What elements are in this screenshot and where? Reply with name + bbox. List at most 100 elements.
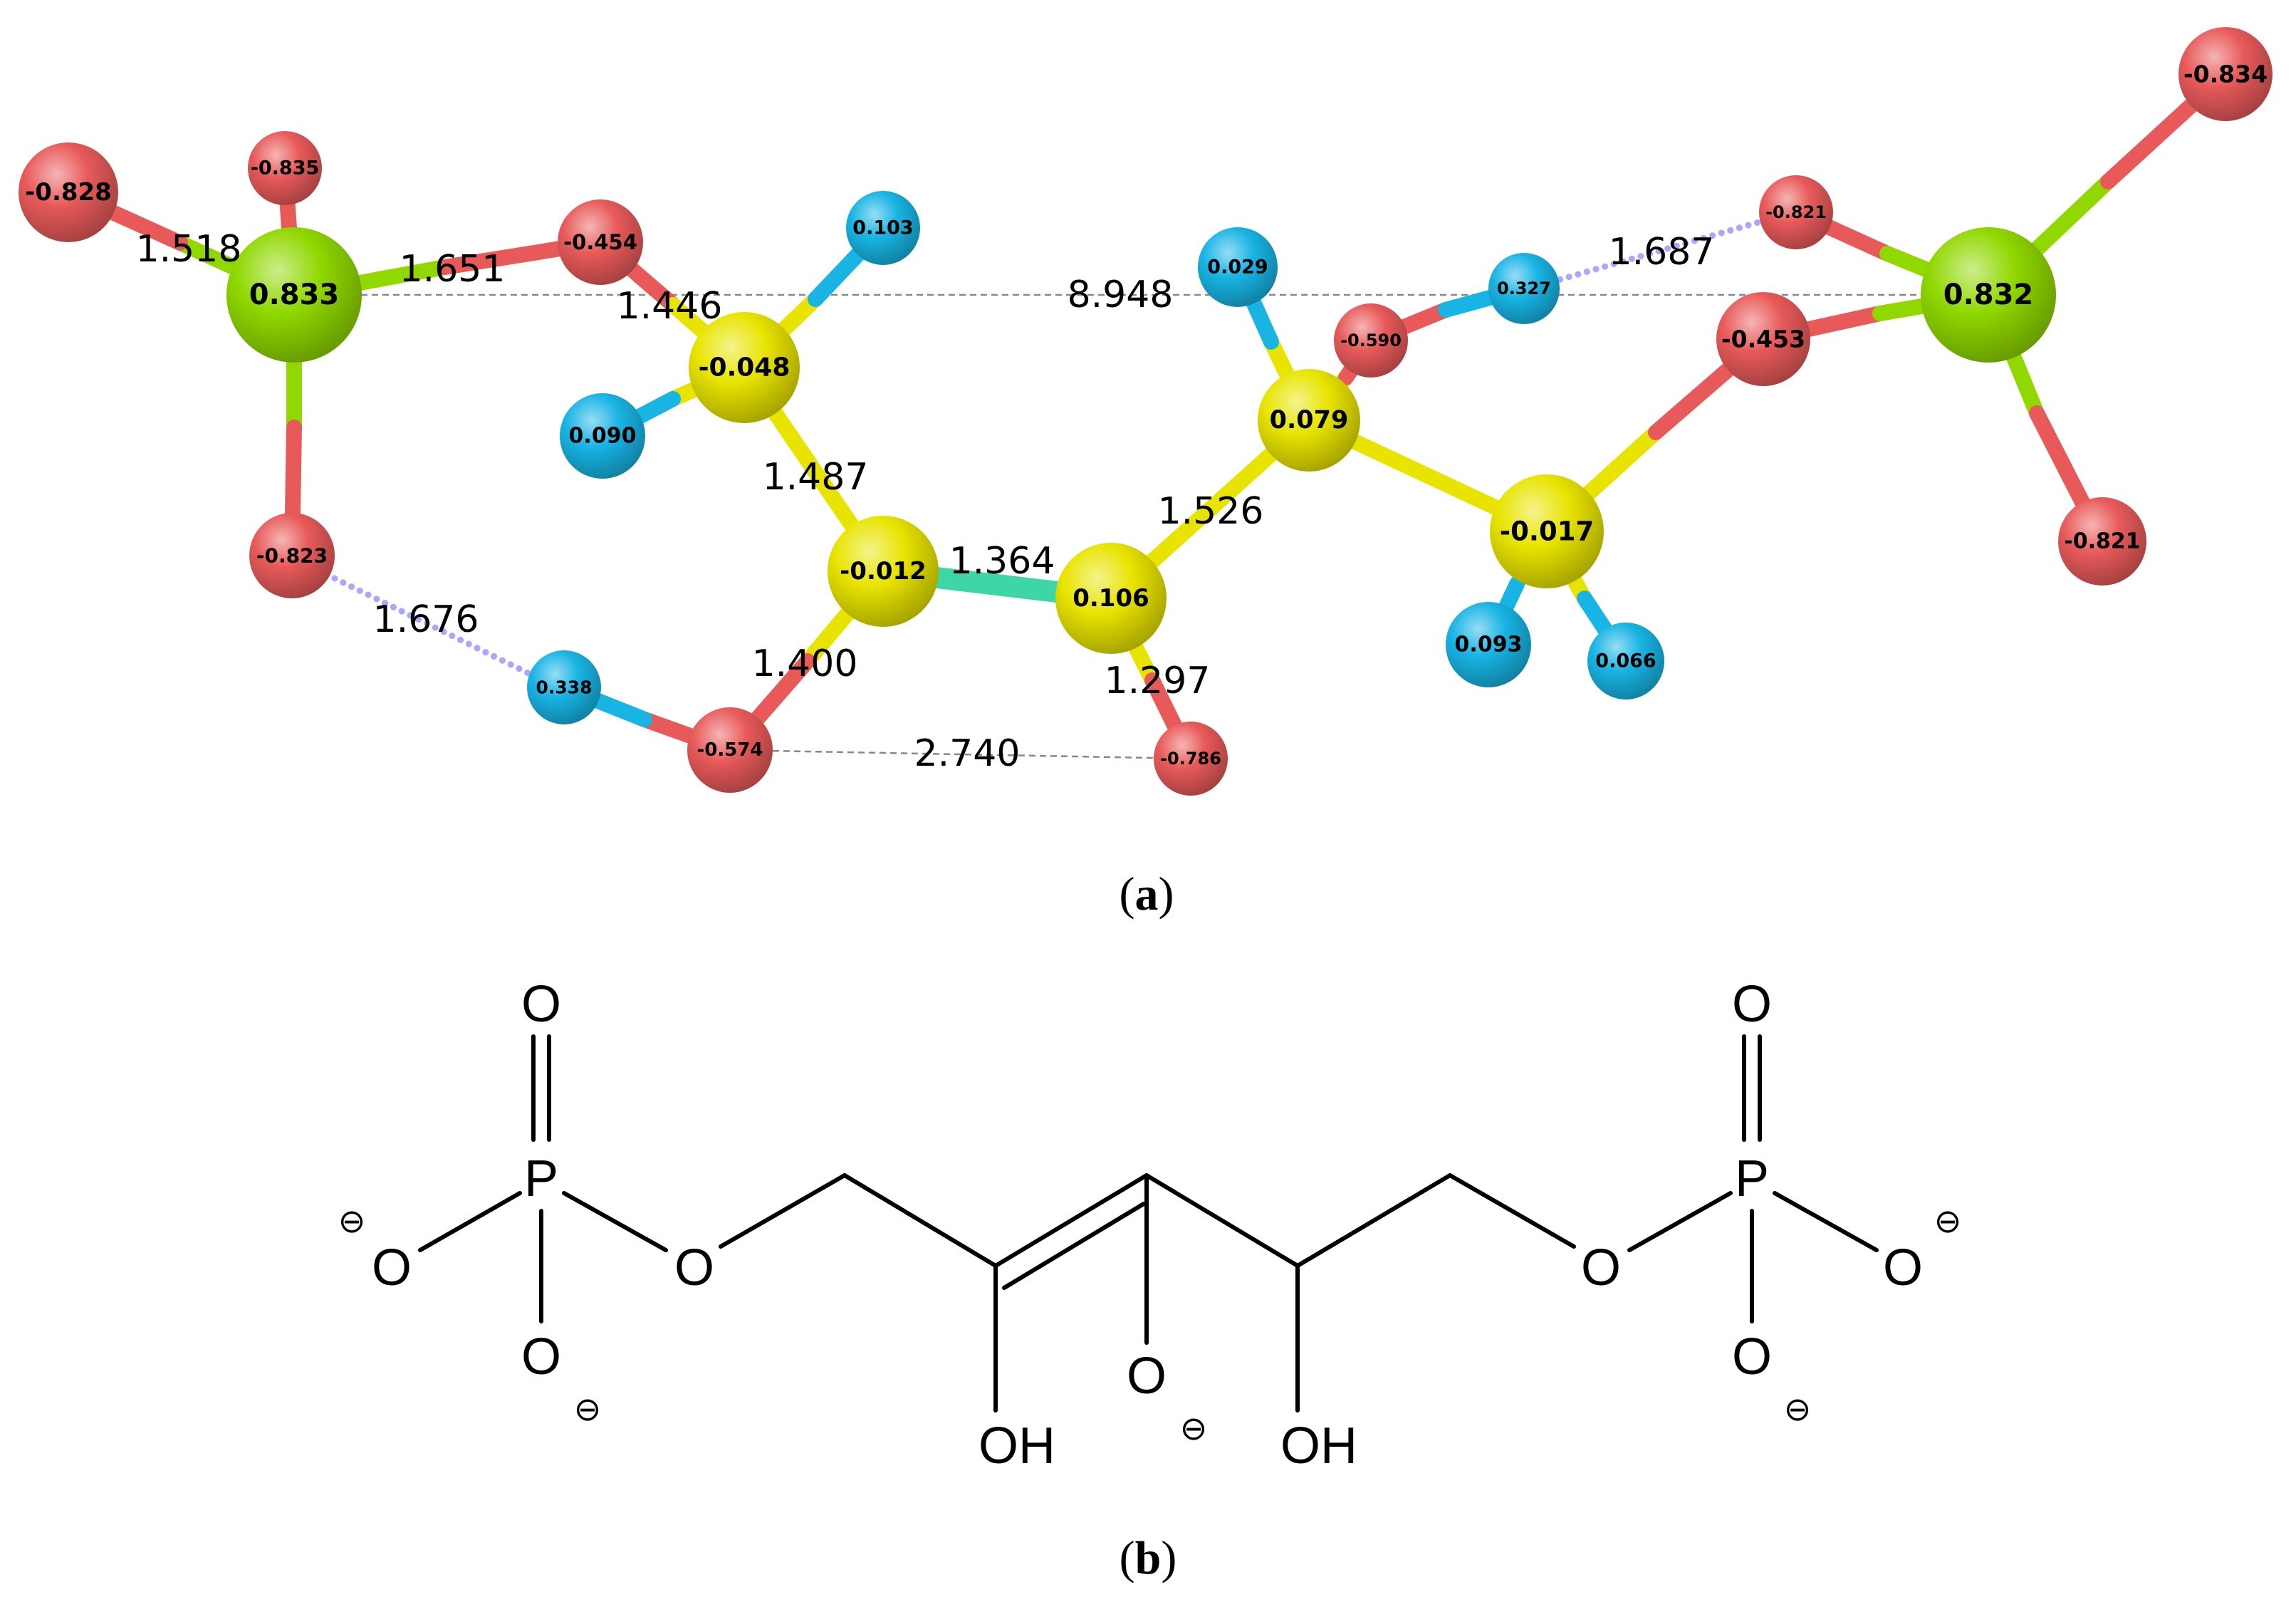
atom-o7: -0.590	[1334, 303, 1408, 378]
atom-c2: -0.012	[828, 516, 939, 627]
atom-c5: -0.017	[1490, 474, 1604, 588]
hbond-h5-o9	[1548, 217, 1770, 286]
panel-a-letter: a	[1135, 868, 1159, 920]
chain-o-c1	[719, 1173, 847, 1249]
atom-sphere-h3	[527, 650, 601, 724]
right-p-top-oxygen: O	[1732, 976, 1772, 1033]
panel-a-label: (a)	[1120, 868, 1174, 920]
atom-charge-o5: -0.574	[696, 739, 763, 761]
atom-sphere-o5	[687, 707, 773, 793]
atom-o9: -0.821	[1759, 175, 1833, 249]
c3-oxygen: O	[1127, 1348, 1167, 1405]
atom-h7: 0.066	[1587, 623, 1664, 699]
right-o-p-ester-bond	[1627, 1191, 1733, 1252]
atom-charge-h5: 0.327	[1497, 279, 1551, 298]
chain-c1-c2	[842, 1173, 998, 1268]
atom-sphere-h7	[1587, 623, 1664, 699]
atom-sphere-h2	[560, 393, 645, 479]
atom-sphere-c4	[1258, 369, 1360, 472]
atom-charge-h3: 0.338	[536, 677, 592, 698]
atom-sphere-o1	[19, 142, 118, 242]
left-p-bottom-oxygen: O	[521, 1328, 561, 1385]
chain-c3-c4	[1144, 1173, 1300, 1268]
left-p-o-ester-bond	[562, 1191, 668, 1252]
atom-charge-o11: -0.821	[2064, 529, 2140, 554]
bond-length-label: 8.948	[1068, 274, 1174, 316]
bond-length-label: 2.740	[914, 732, 1021, 775]
atom-charge-c3: 0.106	[1073, 584, 1149, 613]
atom-o11: -0.821	[2058, 497, 2146, 586]
skeletal-atom-labels: O P O O O ⊖ ⊖ OH O ⊖ OH O O P O O ⊖ ⊖	[338, 976, 1962, 1474]
atom-charge-o9: -0.821	[1765, 202, 1827, 222]
right-p-o-minus-bond	[1773, 1191, 1879, 1252]
chain-c5-o	[1448, 1173, 1576, 1249]
bond-length-label: 1.651	[400, 248, 506, 291]
atom-sphere-h5	[1488, 253, 1560, 324]
atom-charge-h4: 0.029	[1207, 256, 1268, 279]
atom-charge-h2: 0.090	[569, 424, 637, 449]
c4-hydroxyl: OH	[1280, 1417, 1357, 1474]
right-side-oxygen-charge: ⊖	[1934, 1202, 1962, 1240]
atom-sphere-o7	[1334, 303, 1408, 378]
bond-length-label: 1.687	[1609, 231, 1715, 274]
chain-c2-c3-second	[1002, 1202, 1146, 1290]
right-phosphorus: P	[1735, 1150, 1769, 1207]
atom-charge-o2: -0.835	[251, 157, 320, 180]
atom-h6: 0.093	[1446, 602, 1531, 687]
right-p-bottom-oxygen: O	[1732, 1328, 1772, 1385]
atom-o3: -0.454	[558, 199, 643, 285]
atom-charge-o8: -0.453	[1721, 326, 1805, 353]
bond-length-label: 1.487	[763, 456, 869, 499]
right-bottom-oxygen-charge: ⊖	[1784, 1390, 1812, 1428]
atom-charge-c5: -0.017	[1500, 516, 1594, 547]
atom-o1: -0.828	[19, 142, 118, 242]
left-p-top-oxygen: O	[521, 976, 561, 1033]
atom-o6: -0.786	[1154, 722, 1228, 796]
left-ester-oxygen: O	[674, 1239, 714, 1296]
bond-length-label: 1.400	[752, 643, 858, 685]
atom-p2: 0.832	[1921, 227, 2056, 363]
atom-sphere-o10	[2178, 27, 2272, 121]
atom-c3: 0.106	[1055, 543, 1167, 654]
distance-lines	[308, 293, 1988, 760]
atom-c1: -0.048	[689, 312, 800, 423]
bond-length-label: 1.297	[1105, 660, 1211, 702]
right-p-side-oxygen: O	[1883, 1239, 1923, 1296]
atom-sphere-o4	[249, 513, 335, 598]
bond-length-label: 1.526	[1158, 490, 1264, 533]
atom-sphere-h6	[1446, 602, 1531, 687]
atom-c4: 0.079	[1258, 369, 1360, 472]
left-phosphorus: P	[524, 1150, 558, 1207]
left-bottom-oxygen-charge: ⊖	[574, 1390, 602, 1428]
bonds	[61, 66, 2233, 766]
atom-h3: 0.338	[527, 650, 601, 724]
atom-sphere-o6	[1154, 722, 1228, 796]
atom-sphere-o8	[1716, 292, 1810, 386]
bond-length-label: 1.364	[949, 540, 1055, 583]
skeletal-bonds	[418, 1034, 1879, 1413]
atom-charge-c2: -0.012	[840, 557, 927, 586]
atom-sphere-p1	[226, 227, 362, 363]
hydrogen-bonds	[331, 217, 1770, 680]
atom-sphere-c1	[689, 312, 800, 423]
atom-h1: 0.103	[846, 191, 920, 265]
chain-c2-c3	[993, 1173, 1149, 1268]
atom-charge-o1: -0.828	[25, 178, 112, 207]
atom-sphere-o11	[2058, 497, 2146, 586]
atom-charge-h1: 0.103	[852, 217, 913, 239]
atom-sphere-p2	[1921, 227, 2056, 363]
bond-length-label: 1.446	[617, 285, 723, 328]
atom-charge-p2: 0.832	[1943, 279, 2034, 311]
atom-sphere-h1	[846, 191, 920, 265]
bond-length-label: 1.676	[373, 598, 479, 641]
panel-b-letter: b	[1135, 1532, 1162, 1584]
atom-o8: -0.453	[1716, 292, 1810, 386]
atom-charge-o3: -0.454	[563, 230, 637, 254]
right-ester-oxygen: O	[1581, 1239, 1621, 1296]
atom-charge-c4: 0.079	[1270, 406, 1349, 435]
c3-oxygen-charge: ⊖	[1180, 1409, 1208, 1447]
atom-charge-c1: -0.048	[699, 353, 790, 383]
atom-sphere-c5	[1490, 474, 1604, 588]
